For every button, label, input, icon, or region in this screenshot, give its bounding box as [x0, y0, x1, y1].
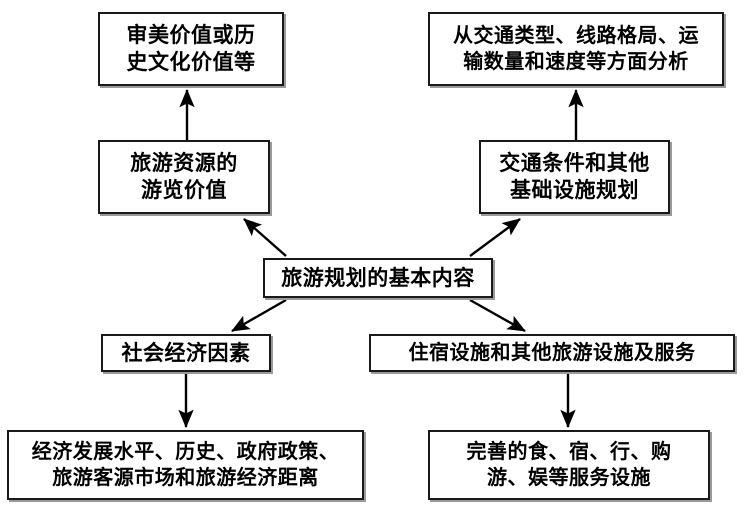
node-label-service-facilities-detail: 完善的食、宿、行、购 游、娱等服务设施 — [466, 439, 672, 489]
node-core-basic-content[interactable]: 旅游规划的基本内容 — [263, 258, 493, 298]
edge-core-to-transport — [469, 218, 521, 257]
edge-core-to-social — [231, 298, 287, 333]
node-label-tourism-resource-value: 旅游资源的 游览价值 — [130, 151, 238, 202]
node-tourism-resource-value[interactable]: 旅游资源的 游览价值 — [98, 140, 270, 214]
node-label-social-economic-factors: 社会经济因素 — [121, 340, 251, 365]
edges-group — [178, 89, 584, 428]
edge-core-to-resource — [243, 218, 287, 257]
node-service-facilities-detail[interactable]: 完善的食、宿、行、购 游、娱等服务设施 — [428, 430, 710, 500]
node-accommodation-services[interactable]: 住宿设施和其他旅游设施及服务 — [369, 334, 735, 372]
node-label-aesthetic-historic-value: 审美价值或历 史文化价值等 — [126, 23, 256, 74]
node-label-economic-factors-detail: 经济发展水平、历史、政府政策、 旅游客源市场和旅游经济距离 — [31, 439, 340, 489]
node-aesthetic-historic-value[interactable]: 审美价值或历 史文化价值等 — [98, 12, 284, 86]
node-label-core-basic-content: 旅游规划的基本内容 — [281, 265, 475, 290]
node-social-economic-factors[interactable]: 社会经济因素 — [101, 334, 271, 372]
node-transport-analysis[interactable]: 从交通类型、线路格局、运 输数量和速度等方面分析 — [428, 12, 724, 86]
node-label-accommodation-services: 住宿设施和其他旅游设施及服务 — [408, 340, 696, 365]
node-transport-infrastructure-plan[interactable]: 交通条件和其他 基础设施规划 — [479, 140, 670, 214]
edge-core-to-accommodation — [469, 298, 526, 333]
node-label-transport-analysis: 从交通类型、线路格局、运 输数量和速度等方面分析 — [453, 23, 699, 73]
node-label-transport-infrastructure-plan: 交通条件和其他 基础设施规划 — [499, 151, 650, 202]
node-economic-factors-detail[interactable]: 经济发展水平、历史、政府政策、 旅游客源市场和旅游经济距离 — [7, 430, 364, 500]
